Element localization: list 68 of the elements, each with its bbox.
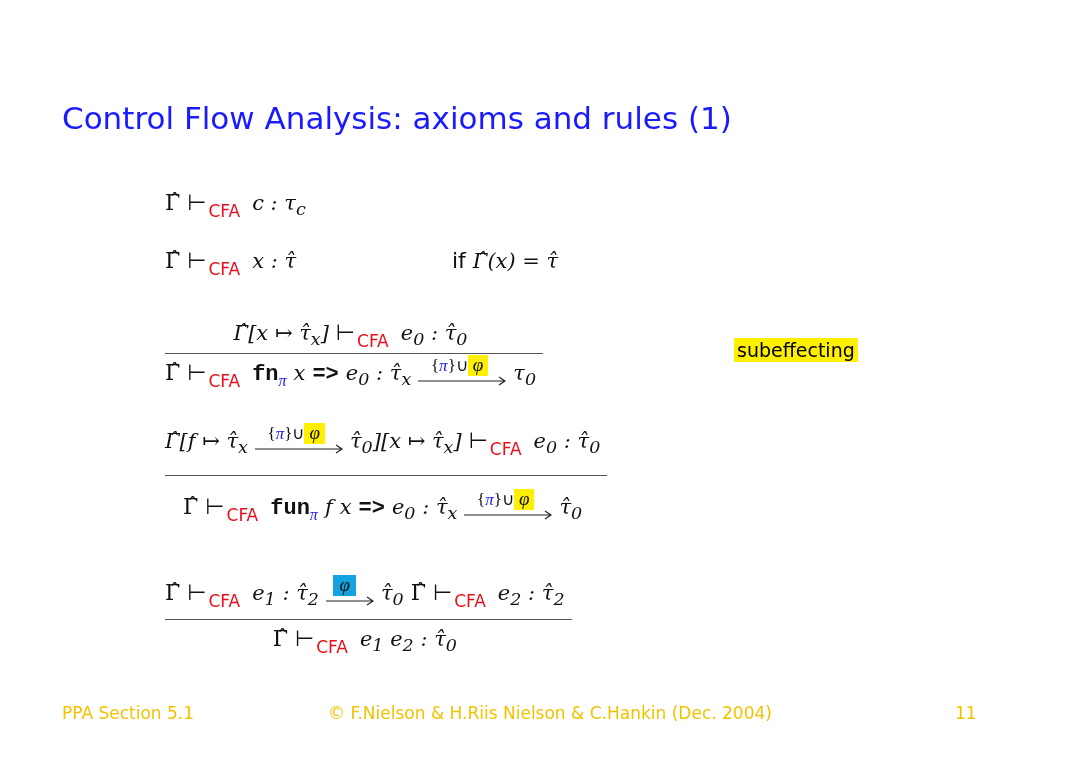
brace-text: }∪ xyxy=(447,357,468,376)
turnstile-symbol: ⊢ xyxy=(205,493,225,519)
math-expression: e$_{1}$ e$_{2}$ : τ̂$_{0}$ xyxy=(359,626,457,656)
math-expression: Γ̂[x ↦ τ̂$_{x}$] xyxy=(233,321,329,350)
keyword-text: if xyxy=(452,248,466,273)
math-expression: x xyxy=(339,494,352,519)
cfa-subscript: CFA xyxy=(357,331,389,351)
math-expression: Γ̂(x) = τ̂ xyxy=(472,249,559,273)
slide-title: Control Flow Analysis: axioms and rules (1) xyxy=(62,100,732,136)
pi-symbol: π xyxy=(439,357,448,376)
highlighted-note: subeffecting xyxy=(734,338,858,362)
math-expression: c : τ$_{c}$ xyxy=(252,191,306,220)
pi-subscript: π xyxy=(309,505,318,524)
pi-symbol: π xyxy=(485,490,494,510)
gamma-symbol: Γ̂ xyxy=(165,360,181,386)
math-expression: e$_{0}$ : τ̂$_{x}$ xyxy=(391,494,458,524)
gamma-symbol: Γ̂ xyxy=(183,493,199,519)
cfa-subscript: CFA xyxy=(489,439,522,459)
footer-text: PPA Section 5.1 xyxy=(62,703,195,723)
cfa-subscript: CFA xyxy=(208,259,241,279)
footer-text: 11 xyxy=(955,703,977,723)
gamma-symbol: Γ̂ xyxy=(410,580,426,605)
turnstile-symbol: ⊢ xyxy=(295,625,315,651)
turnstile-symbol: ⊢ xyxy=(187,580,207,605)
code-keyword: fun xyxy=(270,495,310,521)
brace-text: }∪ xyxy=(493,490,514,510)
gamma-symbol: Γ̂ xyxy=(272,625,288,651)
turnstile-symbol: ⊢ xyxy=(432,580,453,605)
math-expression: τ̂$_{0}$ xyxy=(559,494,583,524)
turnstile-symbol: ⊢ xyxy=(187,248,207,273)
highlighted-phi: φ xyxy=(513,488,535,510)
pi-subscript: π xyxy=(278,372,287,391)
cfa-subscript: CFA xyxy=(208,371,241,392)
math-expression: x xyxy=(293,361,306,386)
highlighted-phi: φ xyxy=(333,575,356,596)
brace-text: { xyxy=(430,357,440,376)
math-expression: τ̂$_{0}$ xyxy=(380,581,404,610)
brace-text: { xyxy=(477,490,486,510)
cfa-subscript: CFA xyxy=(208,201,241,221)
cfa-subscript: CFA xyxy=(316,636,348,657)
footer-text: © F.Nielson & H.Riis Nielson & C.Hankin (Dec. 2004) xyxy=(328,703,772,723)
turnstile-symbol: ⊢ xyxy=(335,320,355,345)
cfa-subscript: CFA xyxy=(454,591,486,611)
code-keyword: => xyxy=(358,495,385,521)
math-expression: e$_{0}$ : τ̂$_{0}$ xyxy=(400,321,468,350)
code-keyword: fn xyxy=(252,362,279,388)
math-expression: Γ̂[f ↦ τ̂$_{x}$ xyxy=(165,429,248,458)
math-expression: τ$_{0}$ xyxy=(513,361,537,390)
cfa-subscript: CFA xyxy=(226,504,259,525)
math-expression: τ̂$_{0}$][x ↦ τ̂$_{x}$] xyxy=(350,429,462,458)
gamma-symbol: Γ̂ xyxy=(165,190,181,215)
turnstile-symbol: ⊢ xyxy=(468,428,488,453)
brace-text: { xyxy=(267,425,276,444)
highlighted-phi: φ xyxy=(304,423,325,444)
math-expression: e$_{0}$ : τ̂$_{x}$ xyxy=(345,361,412,390)
code-keyword: => xyxy=(312,362,339,388)
turnstile-symbol: ⊢ xyxy=(187,190,207,215)
cfa-subscript: CFA xyxy=(208,591,241,611)
brace-text: }∪ xyxy=(284,425,305,444)
gamma-symbol: Γ̂ xyxy=(165,248,181,273)
pi-symbol: π xyxy=(275,425,285,444)
math-expression: e$_{1}$ : τ̂$_{2}$ xyxy=(252,581,319,610)
math-expression: x : τ̂ xyxy=(252,249,297,273)
turnstile-symbol: ⊢ xyxy=(187,360,207,386)
math-expression: e$_{0}$ : τ̂$_{0}$ xyxy=(533,429,601,458)
gamma-symbol: Γ̂ xyxy=(165,580,181,605)
highlighted-phi: φ xyxy=(467,355,489,377)
math-expression: e$_{2}$ : τ̂$_{2}$ xyxy=(497,581,565,610)
